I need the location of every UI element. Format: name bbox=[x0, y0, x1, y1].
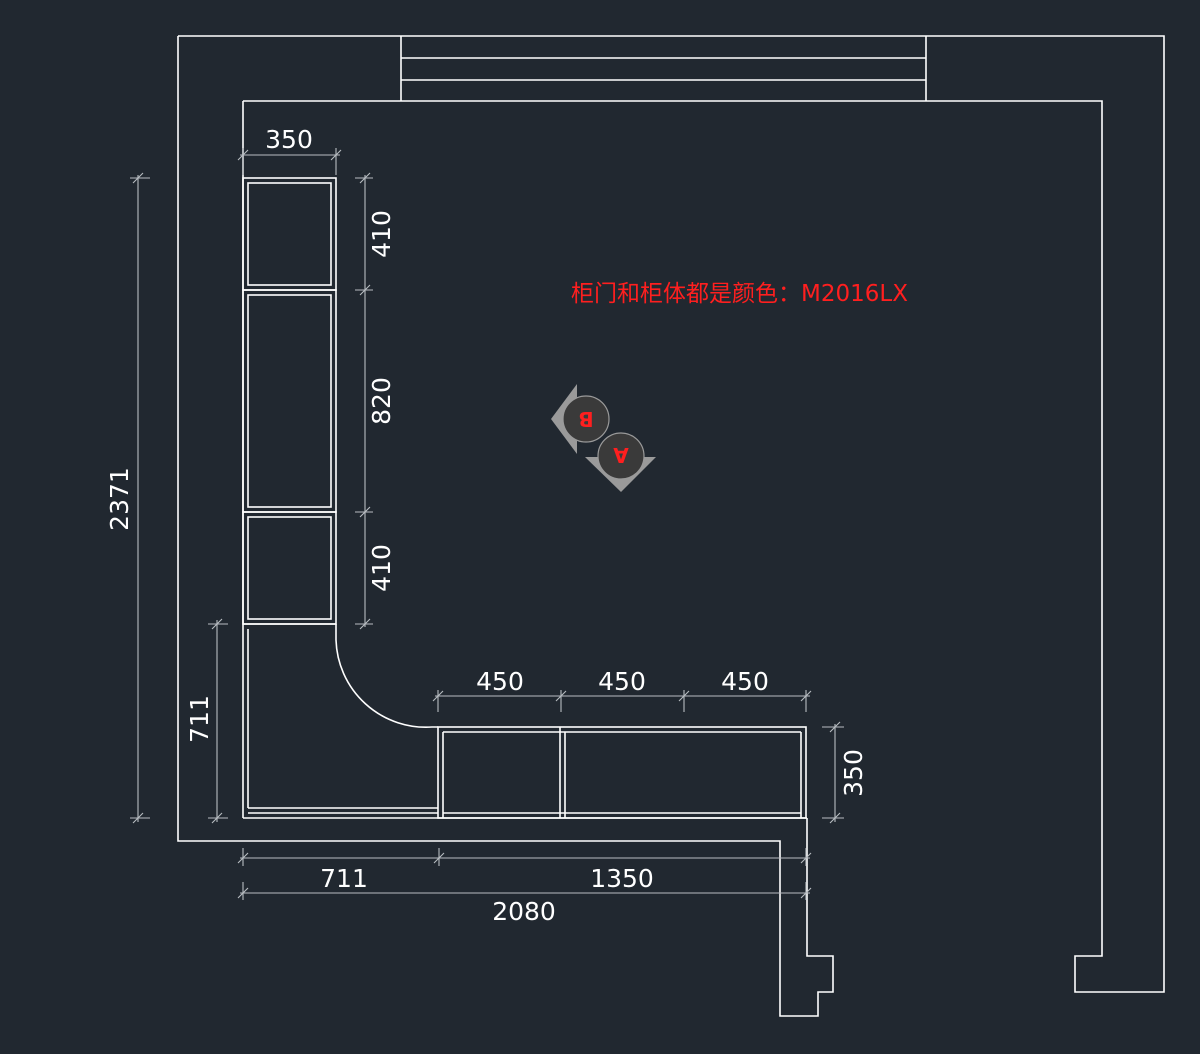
horizontal-cabinet-run bbox=[437, 726, 807, 819]
dim-bottom-run-width: 1350 bbox=[590, 864, 654, 893]
horizontal-cabinet-frame bbox=[437, 726, 807, 819]
cabinet-vertical-2 bbox=[242, 289, 337, 513]
view-marker-a: A bbox=[585, 432, 656, 492]
color-note: 柜门和柜体都是颜色：M2016LX bbox=[571, 281, 908, 307]
cabinet-vertical-3 bbox=[242, 511, 337, 625]
dim-corner-height: 711 bbox=[185, 695, 214, 743]
view-marker-b-label: B bbox=[578, 407, 593, 431]
dim-horizontal-section-2: 450 bbox=[598, 667, 646, 696]
dim-horizontal-section-1: 450 bbox=[476, 667, 524, 696]
outer-wall-left bbox=[177, 36, 834, 1017]
dim-bottom-corner-width: 711 bbox=[320, 864, 368, 893]
dim-overall-height: 2371 bbox=[105, 467, 134, 531]
dim-horizontal-section-3: 450 bbox=[721, 667, 769, 696]
view-marker-b: B bbox=[551, 384, 610, 454]
dimension-labels: 350 410 820 410 2371 711 450 450 450 350… bbox=[105, 125, 868, 926]
dim-overall-width: 2080 bbox=[492, 897, 556, 926]
dim-vertical-section-2: 820 bbox=[367, 377, 396, 425]
dimension-lines bbox=[130, 148, 844, 900]
dim-vertical-cabinet-depth: 350 bbox=[265, 125, 313, 154]
corner-cabinet bbox=[243, 623, 438, 814]
vertical-cabinet-run bbox=[242, 177, 337, 625]
view-marker-a-label: A bbox=[613, 443, 629, 467]
outer-wall bbox=[178, 35, 1165, 993]
dim-horizontal-cabinet-depth: 350 bbox=[839, 749, 868, 797]
dim-vertical-section-1: 410 bbox=[367, 210, 396, 258]
curved-corner-edge bbox=[335, 624, 438, 728]
cabinet-vertical-1 bbox=[242, 177, 337, 291]
window bbox=[400, 36, 927, 101]
view-markers: B A bbox=[551, 384, 656, 492]
dim-vertical-section-3: 410 bbox=[367, 544, 396, 592]
